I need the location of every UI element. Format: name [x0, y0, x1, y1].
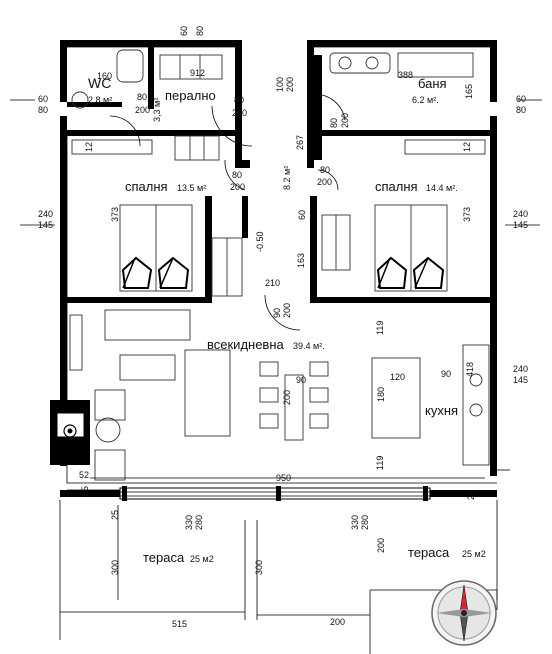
dim-240-left: 240 — [38, 209, 53, 219]
dim-300-b: 300 — [254, 560, 264, 575]
bedroom-right-area: 14.4 м². — [426, 183, 458, 193]
living-furniture — [69, 309, 490, 481]
dim-120: 120 — [390, 372, 405, 382]
dim-80-e: 80 — [320, 165, 330, 175]
dim-373-left: 373 — [110, 207, 120, 222]
dim-200-c: 200 — [232, 108, 247, 118]
dim-280-b: 280 — [360, 515, 370, 530]
laundry-area: 3,3 м² — [152, 98, 162, 122]
wardrobes — [71, 135, 486, 297]
compass-icon — [431, 580, 497, 646]
dim-80-c: 80 — [329, 118, 339, 128]
dimension-texts: 60 80 160 912 388 100 200 80 200 80 200 … — [38, 26, 528, 629]
room-labels: WC 2.8 м² перално 3,3 м² баня 6.2 м². сп… — [88, 75, 486, 565]
terrace-right-label: тераса — [408, 545, 450, 560]
dim-200-b: 200 — [135, 105, 150, 115]
dim-90-b: 90 — [296, 375, 306, 385]
terrace-outline — [59, 500, 498, 654]
dim-80-b: 80 — [234, 95, 244, 105]
dim-163: 163 — [296, 253, 306, 268]
dim-90-c: 90 — [441, 369, 451, 379]
dim-145-left: 145 — [38, 220, 53, 230]
bed-right — [374, 204, 448, 292]
dim-119-a: 119 — [375, 321, 385, 335]
bedroom-right-label: спалня — [375, 179, 418, 194]
dim-52: 52 — [79, 470, 89, 480]
dim-330-b: 330 — [350, 515, 360, 530]
dim-200-terrace: 200 — [376, 538, 386, 553]
dim-515: 515 — [172, 619, 187, 629]
dim-25-c: 25 — [110, 510, 120, 520]
bedroom-left-label: спалня — [125, 179, 168, 194]
dim-200-g: 200 — [282, 303, 292, 318]
dim-top-80: 80 — [195, 26, 205, 36]
door-swings — [109, 94, 346, 331]
dim-267: 267 — [295, 135, 305, 150]
bath-area: 6.2 м². — [412, 95, 439, 105]
dim-60-left: 60 — [38, 94, 48, 104]
dim-12-b: 12 — [462, 142, 472, 152]
dim-200-bottom: 200 — [330, 617, 345, 627]
dim-160: 160 — [97, 71, 112, 81]
wc-area: 2.8 м² — [88, 95, 112, 105]
dim-950: 950 — [276, 473, 291, 483]
dim-90-a: 90 — [272, 308, 282, 318]
dim-25-a: 25 — [80, 486, 90, 496]
dim-60-right: 60 — [516, 94, 526, 104]
dim-165: 165 — [464, 84, 474, 99]
living-area: 39.4 м². — [293, 341, 325, 351]
terrace-left-label: тераса — [143, 550, 185, 565]
dim-330-a: 330 — [184, 515, 194, 530]
bedroom-left-area: 13.5 м² — [177, 183, 206, 193]
dim-minus-050: -0.50 — [255, 231, 265, 252]
dim-top-60: 60 — [179, 26, 189, 36]
dim-200-a: 200 — [285, 77, 295, 92]
dim-210: 210 — [265, 278, 280, 288]
fireplace — [50, 400, 90, 465]
dim-12-a: 12 — [84, 142, 94, 152]
dim-200-e: 200 — [230, 182, 245, 192]
dim-240-kitchen: 240 — [513, 364, 528, 374]
dim-80-a: 80 — [137, 92, 147, 102]
bed-left — [119, 204, 193, 292]
dim-200-h: 200 — [282, 390, 292, 405]
wall-outlines — [66, 46, 510, 491]
dim-240-right: 240 — [513, 209, 528, 219]
dim-25-b: 25 — [466, 490, 476, 500]
dim-388: 388 — [398, 70, 413, 80]
wc-label: WC — [88, 75, 111, 91]
dim-80-d: 80 — [232, 170, 242, 180]
dim-80-right: 80 — [516, 105, 526, 115]
dim-180: 180 — [376, 387, 386, 402]
terrace-left-area: 25 м2 — [190, 554, 214, 564]
dim-145-right: 145 — [513, 220, 528, 230]
dim-119-b: 119 — [375, 456, 385, 470]
bathroom-fixtures — [71, 49, 474, 109]
dim-60: 60 — [297, 210, 307, 220]
terrace-doors — [119, 486, 431, 501]
dim-100: 100 — [275, 77, 285, 92]
kitchen-label: кухня — [425, 403, 458, 418]
dim-200-f: 200 — [317, 177, 332, 187]
laundry-label: перално — [165, 88, 216, 103]
bath-label: баня — [418, 76, 447, 91]
dim-280-a: 280 — [194, 515, 204, 530]
dim-145-kitchen: 145 — [513, 375, 528, 385]
terrace-right-area: 25 м2 — [462, 549, 486, 559]
dimension-lines — [10, 99, 542, 616]
dim-912: 912 — [190, 68, 205, 78]
outer-walls — [60, 40, 497, 497]
living-label: всекидневна — [207, 337, 285, 352]
dim-200-d: 200 — [340, 113, 350, 128]
dim-418: 418 — [465, 362, 475, 377]
hall-area: 8.2 м² — [282, 166, 292, 190]
dim-80-left: 80 — [38, 105, 48, 115]
dim-300-a: 300 — [110, 560, 120, 575]
dim-373-right: 373 — [462, 207, 472, 222]
